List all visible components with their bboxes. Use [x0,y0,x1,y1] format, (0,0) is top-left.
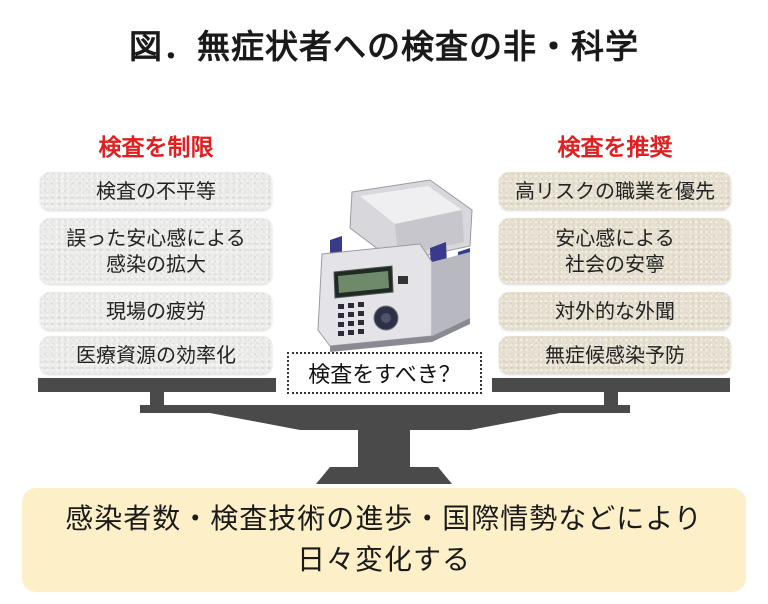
banner-line-2: 日々変化する [296,543,471,576]
left-pan [38,378,276,392]
bottom-banner: 感染者数・検査技術の進歩・国際情勢などにより 日々変化する [22,488,746,592]
center-question: 検査をすべき？ [287,352,482,394]
scale-beam [140,405,630,430]
pcr-machine-icon [317,179,473,352]
left-item-4: 医療資源の効率化 [40,336,272,374]
right-column-heading: 検査を推奨 [557,135,673,161]
scale-pillar [358,425,410,467]
right-item-1: 高リスクの職業を優先 [499,172,731,210]
right-item-4: 無症候感染予防 [499,336,731,374]
left-item-2: 誤った安心感による 感染の拡大 [40,218,272,284]
scale-base [316,467,452,484]
left-item-3: 現場の疲労 [40,292,272,330]
right-pan [492,378,730,392]
right-item-2: 安心感による 社会の安寧 [499,218,731,284]
right-item-3: 対外的な外聞 [499,292,731,330]
banner-line-1: 感染者数・検査技術の進歩・国際情勢などにより [65,502,703,536]
left-item-1: 検査の不平等 [40,172,272,210]
left-column-heading: 検査を制限 [98,135,214,161]
page-title: 図．無症状者への検査の非・科学 [129,27,639,66]
